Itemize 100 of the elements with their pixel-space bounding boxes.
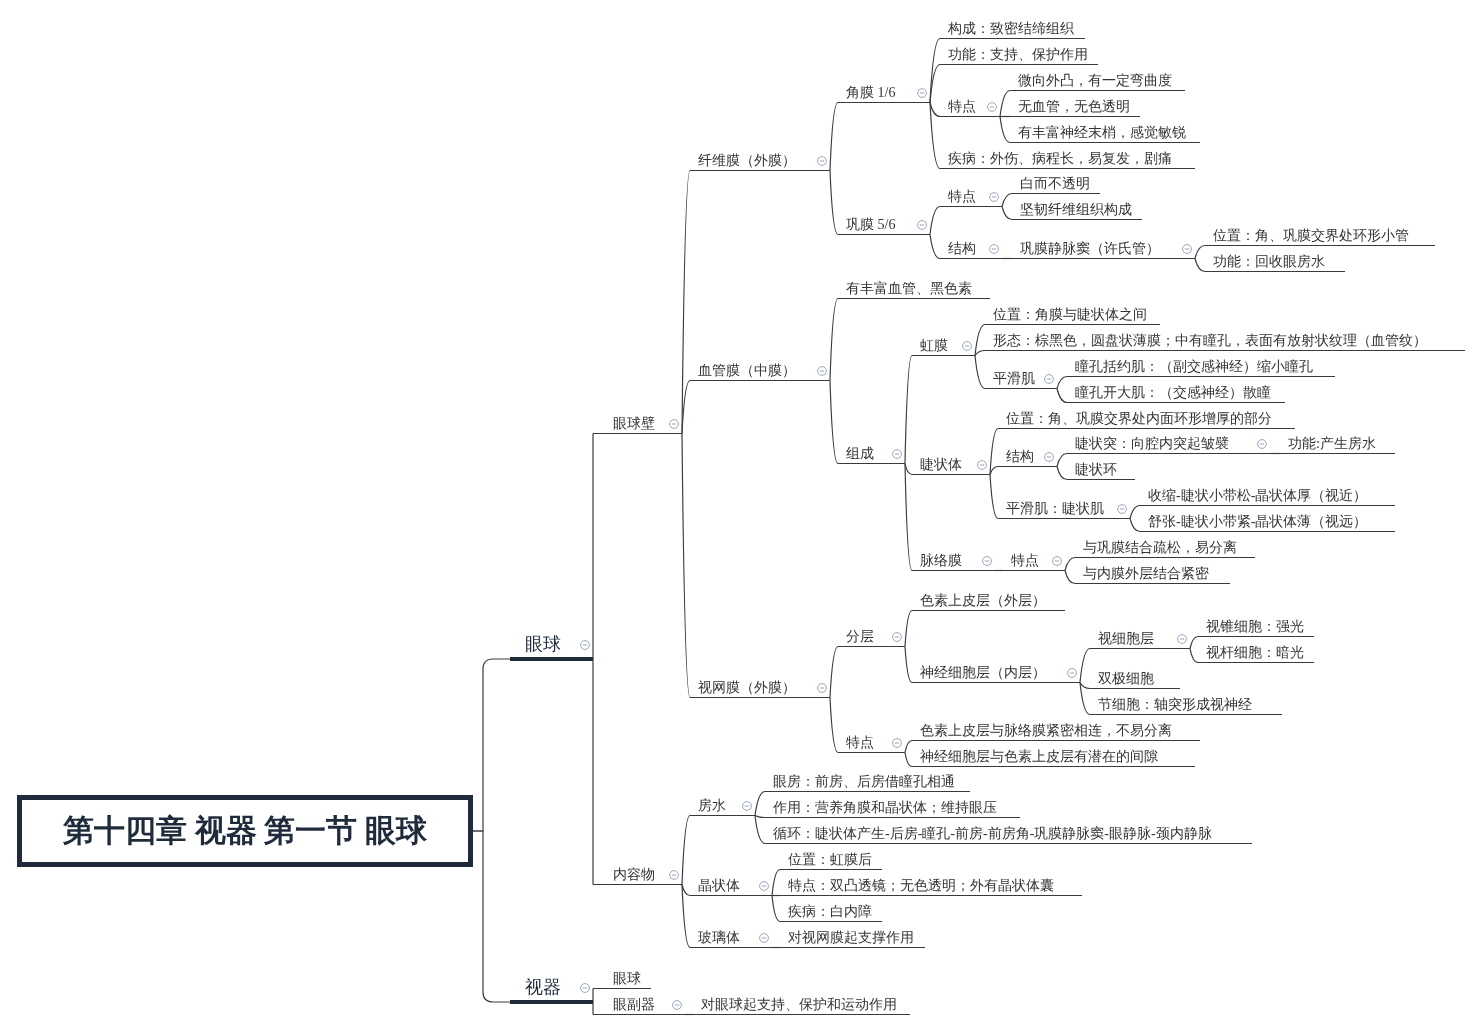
mind-map-topic — [838, 627, 905, 647]
mind-map-topic — [940, 149, 1195, 169]
topic-label: 特点 — [948, 188, 976, 205]
topic-label: 节细胞：轴突形成视神经 — [1098, 696, 1252, 713]
connector-line — [754, 790, 766, 817]
mind-map-topic — [940, 45, 1098, 65]
mind-map-topic — [780, 902, 882, 922]
mind-map-topic — [912, 721, 1200, 741]
mind-map-topic — [940, 97, 1000, 117]
mind-map-topic — [1010, 71, 1185, 91]
topic-label: 睫状体 — [920, 456, 962, 473]
connector-line — [771, 946, 781, 949]
mind-map-topic — [912, 747, 1195, 767]
mind-map-topic — [940, 19, 1085, 39]
connector-line — [1001, 192, 1013, 208]
topic-label: 房水 — [698, 797, 726, 814]
mind-map-topic — [1012, 200, 1142, 220]
topic-label: 结构 — [1006, 448, 1034, 465]
topic-label: 微向外凸，有一定弯曲度 — [1018, 72, 1172, 89]
connector-line — [1056, 387, 1068, 404]
connector-line — [1129, 504, 1141, 520]
connector-line — [989, 473, 999, 520]
topic-label: 眼球 — [525, 633, 561, 655]
mind-map-topic — [940, 187, 1002, 207]
mind-map-topic — [1198, 643, 1314, 663]
mind-map-topic — [912, 591, 1065, 611]
connector-line — [999, 115, 1011, 118]
mind-map-topic — [1067, 357, 1335, 377]
connector-line — [1129, 517, 1141, 533]
connector-line — [989, 427, 999, 476]
connector-line — [1056, 375, 1068, 390]
topic-label: 玻璃体 — [698, 929, 740, 946]
connector-line — [1056, 465, 1068, 481]
connector-line — [1269, 452, 1281, 455]
mind-map-topic — [838, 444, 905, 464]
topic-label: 平滑肌 — [993, 370, 1035, 387]
connector-line — [681, 379, 691, 435]
connector-line — [829, 379, 839, 465]
topic-label: 疾病：白内障 — [788, 903, 872, 920]
mind-map-topic — [1140, 512, 1395, 532]
connector-line — [904, 609, 913, 648]
mind-map-topic — [912, 455, 990, 475]
connector-line — [1001, 205, 1013, 221]
topic-label: 有丰富神经末梢，感觉敏锐 — [1018, 124, 1186, 141]
topic-label: 无血管，无色透明 — [1018, 98, 1130, 115]
topic-label: 坚韧纤维组织构成 — [1020, 201, 1132, 218]
mind-map-topic — [1003, 551, 1065, 571]
mind-map-topic — [998, 447, 1057, 467]
mind-map-topic — [1090, 669, 1180, 689]
connector-line — [771, 894, 781, 897]
mind-map-topic — [765, 798, 1020, 818]
topic-label: 功能：回收眼房水 — [1213, 253, 1325, 270]
mind-map-topic — [998, 409, 1295, 429]
mind-map-topic — [690, 361, 830, 381]
connector-line — [1079, 681, 1091, 690]
topic-label: 分层 — [846, 628, 874, 645]
mind-map-topic — [593, 969, 651, 989]
mind-map-topic — [1140, 486, 1395, 506]
connector-line — [974, 323, 986, 357]
connector-line — [472, 830, 511, 1003]
connector-line — [904, 354, 913, 465]
connector-line — [829, 645, 839, 699]
mind-map-topic — [912, 336, 975, 356]
connector-line — [904, 739, 913, 754]
topic-label: 眼球 — [613, 970, 641, 987]
connector-line — [999, 89, 1011, 118]
mind-map-topic — [780, 850, 882, 870]
topic-label: 眼副器 — [613, 996, 655, 1013]
topic-label: 巩膜 5/6 — [846, 216, 896, 233]
connector-line — [592, 987, 594, 1003]
connector-line — [974, 354, 986, 390]
mind-map-topic — [593, 865, 682, 885]
topic-label: 特点 — [948, 98, 976, 115]
mind-map-topic — [693, 995, 910, 1015]
topic-label: 眼球壁 — [613, 415, 655, 432]
connector-line — [974, 349, 986, 357]
mind-map-topic — [998, 499, 1130, 519]
mind-map-topic — [1205, 252, 1345, 272]
connector-line — [929, 205, 941, 236]
topic-label: 对视网膜起支撑作用 — [788, 929, 914, 946]
mind-map-topic — [1067, 460, 1135, 480]
connector-line — [829, 696, 839, 754]
topic-label: 位置：角、巩膜交界处内面环形增厚的部分 — [1006, 410, 1272, 427]
topic-label: 内容物 — [613, 866, 655, 883]
connector-line — [1064, 569, 1076, 585]
mind-map-topic — [690, 876, 772, 896]
connector-line — [989, 465, 999, 476]
connector-line — [929, 233, 941, 260]
mind-map-topic — [1280, 434, 1395, 454]
topic-label: 收缩-睫状小带松-晶状体厚（视近） — [1148, 487, 1368, 504]
mind-map-topic — [780, 876, 1082, 896]
mind-map-topic — [780, 928, 925, 948]
mind-map-topic — [690, 678, 830, 698]
connector-line — [1056, 452, 1068, 468]
mind-map-topic — [765, 824, 1252, 844]
mind-map-topic — [593, 995, 685, 1015]
connector-line — [904, 645, 913, 684]
topic-label: 纤维膜（外膜） — [698, 152, 796, 169]
topic-label: 对眼球起支持、保护和运动作用 — [701, 996, 897, 1013]
connector-line — [1189, 647, 1199, 664]
